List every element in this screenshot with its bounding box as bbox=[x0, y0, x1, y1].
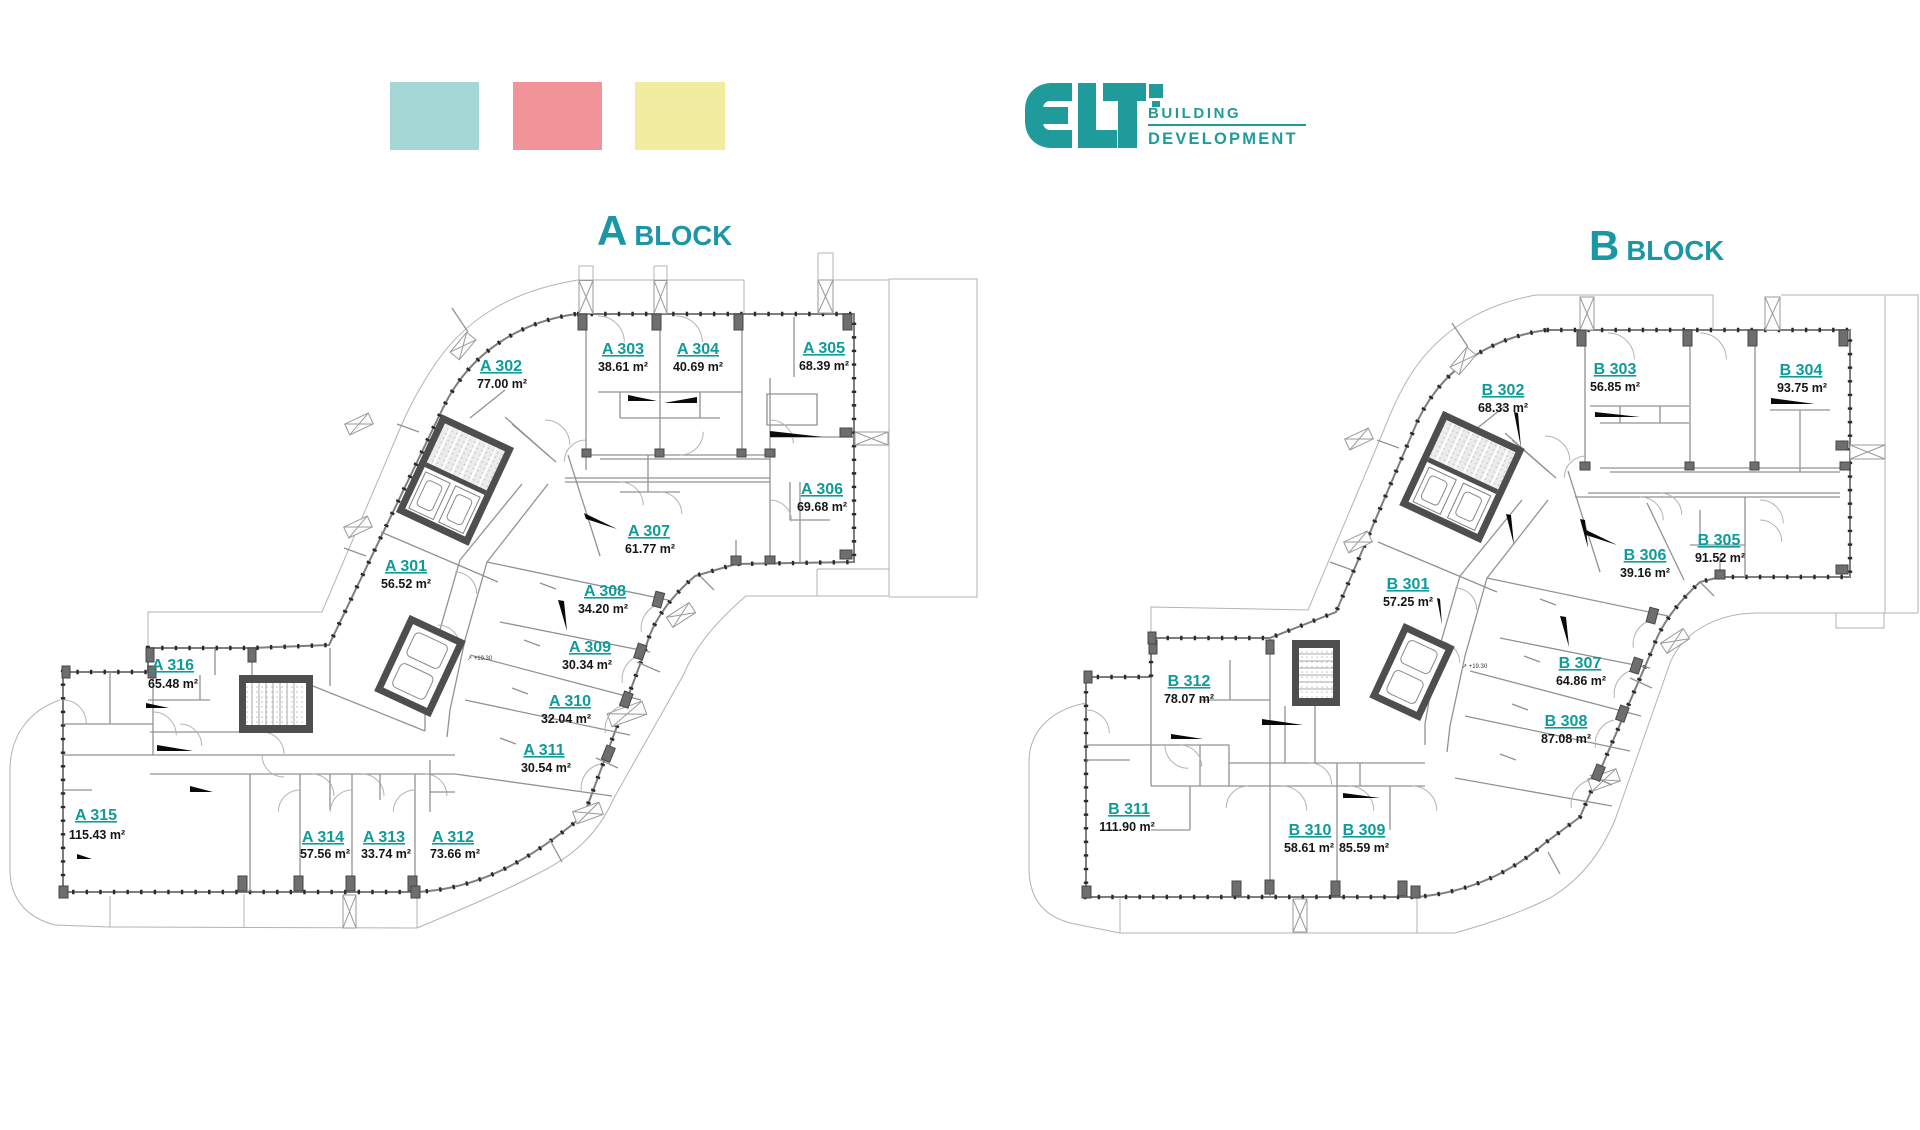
svg-text:↗ +19.30: ↗ +19.30 bbox=[1462, 664, 1488, 670]
svg-text:B 309: B 309 bbox=[1343, 822, 1386, 839]
svg-text:61.77 m²: 61.77 m² bbox=[625, 542, 675, 556]
svg-text:A 309: A 309 bbox=[569, 639, 611, 656]
svg-text:B 307: B 307 bbox=[1559, 655, 1602, 672]
svg-text:69.68 m²: 69.68 m² bbox=[797, 500, 847, 514]
svg-text:B 303: B 303 bbox=[1594, 361, 1637, 378]
svg-text:A 307: A 307 bbox=[628, 523, 670, 540]
svg-text:87.08 m²: 87.08 m² bbox=[1541, 732, 1591, 746]
svg-text:56.85 m²: 56.85 m² bbox=[1590, 380, 1640, 394]
svg-text:73.66 m²: 73.66 m² bbox=[430, 847, 480, 861]
svg-text:B 310: B 310 bbox=[1289, 822, 1332, 839]
svg-text:65.48 m²: 65.48 m² bbox=[148, 677, 198, 691]
svg-text:40.69 m²: 40.69 m² bbox=[673, 360, 723, 374]
svg-text:DEVELOPMENT: DEVELOPMENT bbox=[1148, 130, 1298, 148]
svg-text:38.61 m²: 38.61 m² bbox=[598, 360, 648, 374]
svg-text:39.16 m²: 39.16 m² bbox=[1620, 566, 1670, 580]
svg-text:68.33 m²: 68.33 m² bbox=[1478, 401, 1528, 415]
svg-text:B 304: B 304 bbox=[1780, 362, 1823, 379]
svg-text:↗ +19.30: ↗ +19.30 bbox=[467, 656, 493, 662]
svg-text:58.61 m²: 58.61 m² bbox=[1284, 841, 1334, 855]
svg-text:B 305: B 305 bbox=[1698, 532, 1741, 549]
svg-text:93.75 m²: 93.75 m² bbox=[1777, 381, 1827, 395]
svg-text:A 310: A 310 bbox=[549, 693, 591, 710]
svg-text:A 314: A 314 bbox=[302, 829, 344, 846]
svg-text:B 311: B 311 bbox=[1108, 801, 1150, 818]
svg-text:115.43 m²: 115.43 m² bbox=[69, 828, 125, 842]
svg-text:A 312: A 312 bbox=[432, 829, 474, 846]
svg-text:BUILDING: BUILDING bbox=[1148, 105, 1241, 122]
svg-text:B 301: B 301 bbox=[1387, 576, 1430, 593]
svg-text:B 312: B 312 bbox=[1168, 673, 1211, 690]
svg-text:A 303: A 303 bbox=[602, 341, 644, 358]
svg-text:A 301: A 301 bbox=[385, 558, 427, 575]
svg-text:30.34 m²: 30.34 m² bbox=[562, 658, 612, 672]
svg-text:77.00 m²: 77.00 m² bbox=[477, 377, 527, 391]
svg-text:A 313: A 313 bbox=[363, 829, 405, 846]
svg-text:57.56 m²: 57.56 m² bbox=[300, 847, 350, 861]
svg-text:56.52 m²: 56.52 m² bbox=[381, 577, 431, 591]
svg-text:111.90 m²: 111.90 m² bbox=[1099, 820, 1155, 834]
svg-text:A 315: A 315 bbox=[75, 807, 117, 824]
svg-text:32.04 m²: 32.04 m² bbox=[541, 712, 591, 726]
svg-text:B 306: B 306 bbox=[1624, 547, 1667, 564]
svg-text:33.74 m²: 33.74 m² bbox=[361, 847, 411, 861]
svg-text:A 316: A 316 bbox=[152, 657, 194, 674]
svg-text:A 308: A 308 bbox=[584, 583, 626, 600]
svg-text:A 302: A 302 bbox=[480, 358, 522, 375]
svg-text:85.59 m²: 85.59 m² bbox=[1339, 841, 1389, 855]
svg-text:78.07 m²: 78.07 m² bbox=[1164, 692, 1214, 706]
svg-text:A 311: A 311 bbox=[523, 742, 564, 759]
svg-text:A 304: A 304 bbox=[677, 341, 719, 358]
svg-text:30.54 m²: 30.54 m² bbox=[521, 761, 571, 775]
svg-text:34.20 m²: 34.20 m² bbox=[578, 602, 628, 616]
svg-text:A 306: A 306 bbox=[801, 481, 843, 498]
svg-text:91.52 m²: 91.52 m² bbox=[1695, 551, 1745, 565]
svg-text:B 308: B 308 bbox=[1545, 713, 1588, 730]
svg-text:A 305: A 305 bbox=[803, 340, 845, 357]
svg-text:68.39 m²: 68.39 m² bbox=[799, 359, 849, 373]
svg-text:57.25 m²: 57.25 m² bbox=[1383, 595, 1433, 609]
svg-text:64.86 m²: 64.86 m² bbox=[1556, 674, 1606, 688]
svg-text:B 302: B 302 bbox=[1482, 382, 1525, 399]
